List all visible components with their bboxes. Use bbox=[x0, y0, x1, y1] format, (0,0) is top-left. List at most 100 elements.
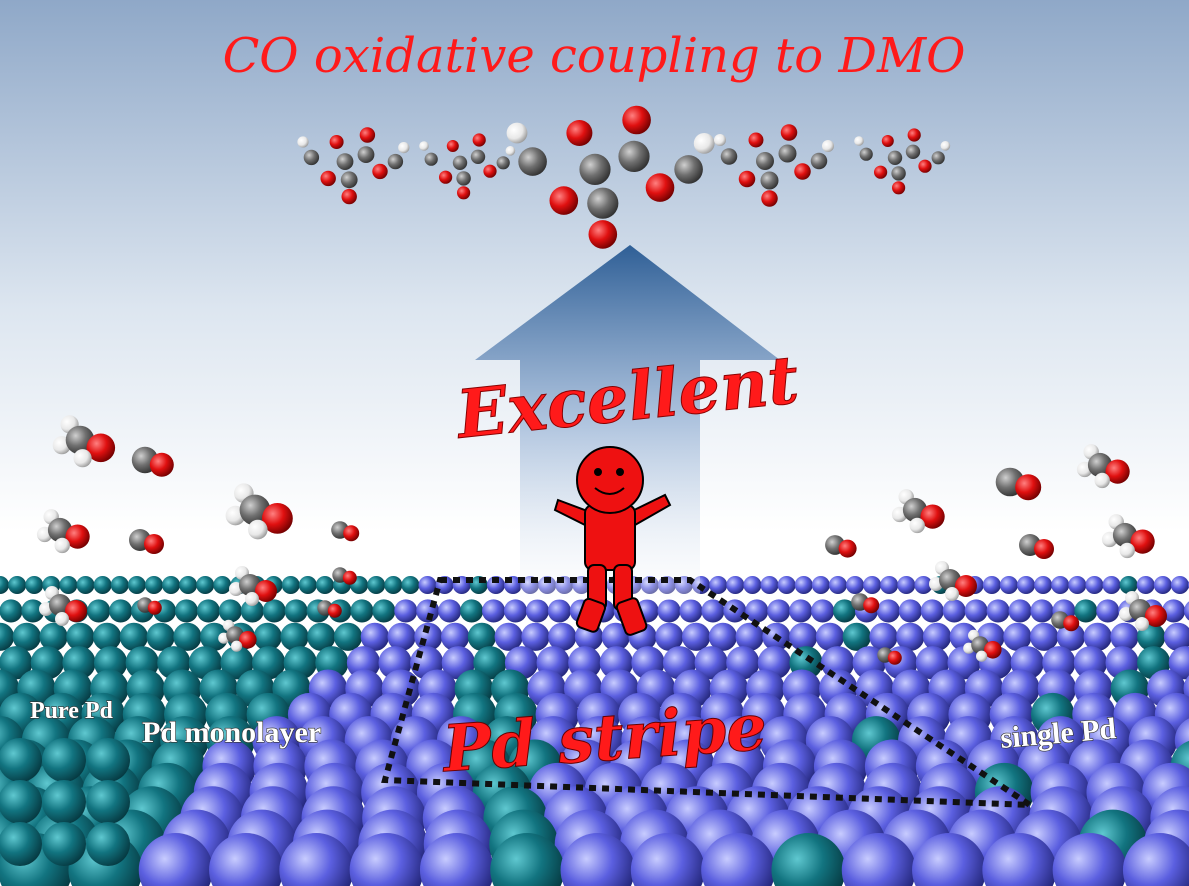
support-atom bbox=[914, 576, 933, 594]
carbon-atom bbox=[357, 146, 375, 164]
support-atom bbox=[743, 576, 762, 594]
hydrogen-atom bbox=[822, 140, 834, 152]
support-atom bbox=[486, 576, 505, 594]
oxygen-atom bbox=[329, 135, 344, 149]
oxygen-atom bbox=[780, 124, 798, 141]
support-atom bbox=[1170, 576, 1189, 594]
carbon-atom bbox=[859, 147, 873, 161]
pd-atom bbox=[473, 646, 507, 680]
support-atom bbox=[841, 833, 916, 886]
support-atom bbox=[1102, 576, 1121, 594]
mascot-figure bbox=[553, 446, 672, 636]
support-atom bbox=[1017, 576, 1035, 594]
support-atom bbox=[701, 833, 776, 886]
hydrogen-atom bbox=[231, 640, 243, 652]
hydrogen-atom bbox=[714, 134, 726, 146]
hydrogen-atom bbox=[1119, 542, 1135, 559]
pd-atom bbox=[76, 576, 95, 594]
pd-atom bbox=[86, 822, 130, 866]
pd-atom bbox=[833, 599, 857, 623]
pd-atom bbox=[42, 738, 86, 782]
oxygen-atom bbox=[341, 188, 357, 205]
support-atom bbox=[1003, 622, 1032, 651]
support-atom bbox=[1056, 622, 1085, 651]
support-atom bbox=[657, 599, 681, 623]
pd-atom bbox=[220, 646, 254, 680]
support-atom bbox=[360, 622, 389, 651]
hydrogen-atom bbox=[398, 142, 410, 154]
pd-atom bbox=[1119, 576, 1138, 594]
pd-atom bbox=[0, 780, 42, 824]
pd-atom bbox=[281, 576, 300, 594]
oxygen-atom bbox=[359, 127, 376, 143]
pd-atom bbox=[200, 622, 229, 651]
hydrogen-atom bbox=[693, 133, 715, 154]
support-atom bbox=[694, 646, 728, 680]
pd-atom bbox=[307, 622, 336, 651]
carbon-atom bbox=[424, 152, 438, 166]
support-atom bbox=[438, 599, 462, 623]
carbon-atom bbox=[470, 149, 486, 164]
support-atom bbox=[777, 576, 796, 594]
hydrogen-atom bbox=[419, 141, 429, 151]
support-atom bbox=[876, 599, 900, 623]
oxygen-atom bbox=[65, 524, 90, 549]
carbon-atom bbox=[518, 147, 547, 176]
support-atom bbox=[869, 622, 898, 651]
hydrogen-atom bbox=[976, 650, 988, 662]
pd-atom bbox=[12, 622, 41, 651]
support-atom bbox=[494, 622, 523, 651]
hydrogen-atom bbox=[505, 146, 516, 156]
pd-atom bbox=[173, 622, 202, 651]
pd-atom bbox=[86, 738, 130, 782]
support-atom bbox=[1068, 576, 1087, 594]
support-atom bbox=[1051, 576, 1070, 594]
support-atom bbox=[1085, 576, 1104, 594]
support-atom bbox=[138, 833, 213, 886]
hydrogen-atom bbox=[55, 612, 69, 626]
pd-atom bbox=[0, 622, 15, 651]
pd-atom bbox=[174, 599, 199, 623]
support-atom bbox=[441, 622, 470, 651]
support-atom bbox=[815, 622, 845, 651]
support-atom bbox=[896, 622, 925, 651]
oxygen-atom bbox=[863, 597, 880, 614]
support-atom bbox=[897, 576, 916, 594]
oxygen-atom bbox=[588, 220, 618, 249]
oxygen-atom bbox=[239, 631, 257, 649]
carbon-atom bbox=[579, 153, 611, 185]
carbon-atom bbox=[891, 166, 906, 181]
support-atom bbox=[560, 833, 635, 886]
support-atom bbox=[811, 576, 830, 594]
pd-atom bbox=[119, 622, 148, 651]
pd-atom bbox=[110, 576, 129, 594]
pd-atom bbox=[59, 576, 78, 594]
support-atom bbox=[1030, 599, 1054, 623]
oxygen-atom bbox=[838, 539, 857, 558]
carbon-atom bbox=[456, 171, 471, 186]
support-atom bbox=[1162, 599, 1186, 623]
title: CO oxidative coupling to DMO bbox=[223, 28, 966, 84]
oxygen-atom bbox=[372, 163, 388, 180]
pd-atom bbox=[490, 833, 565, 886]
support-atom bbox=[982, 576, 1001, 594]
carbon-atom bbox=[720, 148, 738, 165]
pd-atom bbox=[0, 646, 33, 680]
up-arrow bbox=[475, 245, 780, 600]
oxygen-atom bbox=[1105, 459, 1130, 484]
support-atom bbox=[394, 599, 418, 623]
pd-atom bbox=[262, 599, 286, 623]
oxygen-atom bbox=[892, 181, 906, 195]
pd-atom bbox=[401, 576, 420, 594]
support-atom bbox=[708, 622, 737, 651]
support-atom bbox=[898, 599, 922, 623]
support-atom bbox=[1163, 622, 1189, 651]
pd-atom bbox=[179, 576, 198, 594]
carbon-atom bbox=[931, 151, 945, 165]
pd-atom bbox=[21, 599, 45, 623]
pd-atom bbox=[253, 622, 282, 651]
carbon-atom bbox=[618, 140, 650, 172]
oxygen-atom bbox=[794, 163, 811, 180]
oxygen-atom bbox=[149, 452, 174, 477]
